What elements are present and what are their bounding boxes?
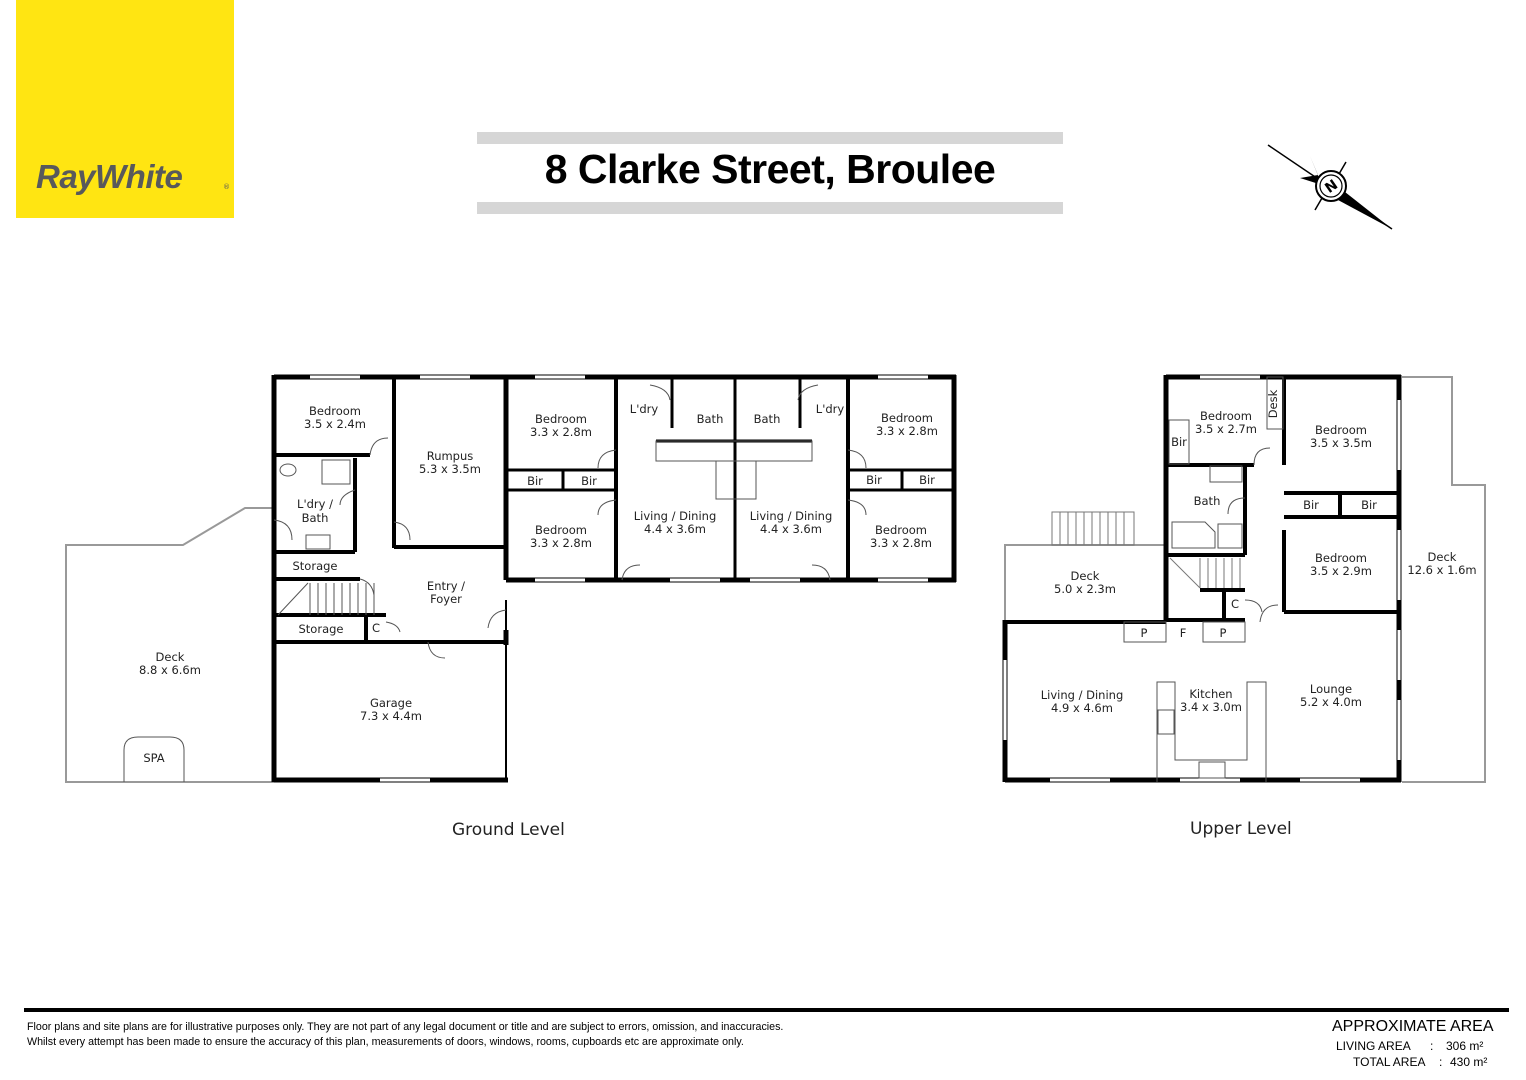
svg-text:Bath: Bath — [754, 412, 781, 426]
svg-text:Living / Dining: Living / Dining — [750, 509, 833, 523]
registered-mark: ® — [223, 183, 230, 191]
svg-text:Bedroom: Bedroom — [875, 523, 927, 537]
logo-wordmark: RayWhite — [36, 158, 183, 195]
svg-text:Foyer: Foyer — [430, 592, 462, 606]
svg-text:C: C — [1231, 597, 1239, 611]
svg-text:3.5 x 2.9m: 3.5 x 2.9m — [1310, 564, 1372, 578]
svg-text:Bath: Bath — [697, 412, 724, 426]
svg-text:5.2 x 4.0m: 5.2 x 4.0m — [1300, 695, 1362, 709]
svg-text:Bath: Bath — [302, 511, 329, 525]
svg-text:5.3 x 3.5m: 5.3 x 3.5m — [419, 462, 481, 476]
svg-text:Bedroom: Bedroom — [1315, 423, 1367, 437]
svg-text:Bedroom: Bedroom — [1315, 551, 1367, 565]
approximate-area-title: APPROXIMATE AREA — [1332, 1018, 1494, 1035]
living-area-label: LIVING AREA — [1336, 1039, 1411, 1053]
title-bar-bottom — [477, 202, 1063, 214]
svg-text:3.3 x 2.8m: 3.3 x 2.8m — [530, 425, 592, 439]
svg-text:Bir: Bir — [919, 473, 935, 487]
svg-text:3.4 x 3.0m: 3.4 x 3.0m — [1180, 700, 1242, 714]
svg-text:Living / Dining: Living / Dining — [634, 509, 717, 523]
living-area-separator: : — [1430, 1039, 1434, 1053]
svg-text:3.5 x 3.5m: 3.5 x 3.5m — [1310, 436, 1372, 450]
svg-text:Bir: Bir — [866, 473, 882, 487]
svg-text:Living / Dining: Living / Dining — [1041, 688, 1124, 702]
svg-text:3.5 x 2.7m: 3.5 x 2.7m — [1195, 422, 1257, 436]
ray-white-logo: RayWhite ® — [16, 0, 234, 218]
svg-text:Bath: Bath — [1194, 494, 1221, 508]
property-address-title: 8 Clarke Street, Broulee — [544, 146, 996, 192]
svg-text:F: F — [1180, 626, 1187, 640]
svg-text:Bir: Bir — [1303, 498, 1319, 512]
svg-text:Deck: Deck — [1428, 550, 1457, 564]
svg-text:P: P — [1141, 626, 1148, 640]
svg-text:4.9 x 4.6m: 4.9 x 4.6m — [1051, 701, 1113, 715]
upper-level-label: Upper Level — [1190, 819, 1292, 839]
svg-text:8.8 x 6.6m: 8.8 x 6.6m — [139, 663, 201, 677]
svg-text:4.4 x 3.6m: 4.4 x 3.6m — [760, 522, 822, 536]
svg-text:Bedroom: Bedroom — [309, 404, 361, 418]
svg-text:Bedroom: Bedroom — [535, 523, 587, 537]
svg-text:Storage: Storage — [299, 622, 344, 636]
svg-text:SPA: SPA — [143, 751, 164, 765]
total-area-label: TOTAL AREA — [1353, 1055, 1426, 1069]
svg-text:3.3 x 2.8m: 3.3 x 2.8m — [530, 536, 592, 550]
svg-text:L'dry: L'dry — [630, 402, 659, 416]
svg-text:Storage: Storage — [293, 559, 338, 573]
svg-text:Bir: Bir — [527, 474, 543, 488]
svg-text:3.5 x 2.4m: 3.5 x 2.4m — [304, 417, 366, 431]
svg-text:Deck: Deck — [156, 650, 185, 664]
svg-text:Bedroom: Bedroom — [535, 412, 587, 426]
svg-text:C: C — [372, 621, 380, 635]
svg-text:Bedroom: Bedroom — [881, 411, 933, 425]
svg-text:Bir: Bir — [1171, 435, 1187, 449]
svg-text:Bir: Bir — [581, 474, 597, 488]
svg-text:4.4 x 3.6m: 4.4 x 3.6m — [644, 522, 706, 536]
footer-divider — [24, 1008, 1509, 1012]
svg-text:Bedroom: Bedroom — [1200, 409, 1252, 423]
svg-text:3.3 x 2.8m: 3.3 x 2.8m — [876, 424, 938, 438]
svg-text:Lounge: Lounge — [1310, 682, 1352, 696]
total-area-value: 430 m² — [1450, 1055, 1488, 1069]
living-area-value: 306 m² — [1446, 1039, 1484, 1053]
svg-text:3.3 x 2.8m: 3.3 x 2.8m — [870, 536, 932, 550]
title-bar-top — [477, 132, 1063, 144]
disclaimer-line-1: Floor plans and site plans are for illus… — [27, 1021, 784, 1033]
svg-text:7.3 x 4.4m: 7.3 x 4.4m — [360, 709, 422, 723]
total-area-separator: : — [1439, 1055, 1443, 1069]
ground-level-plan — [65, 374, 957, 783]
svg-text:L'dry: L'dry — [816, 402, 845, 416]
disclaimer-line-2: Whilst every attempt has been made to en… — [27, 1036, 744, 1048]
svg-text:5.0 x 2.3m: 5.0 x 2.3m — [1054, 582, 1116, 596]
svg-text:Deck: Deck — [1071, 569, 1100, 583]
ground-level-label: Ground Level — [452, 820, 565, 840]
svg-text:Rumpus: Rumpus — [427, 449, 474, 463]
north-compass-icon: N — [1267, 144, 1393, 230]
svg-text:Desk: Desk — [1266, 389, 1280, 418]
svg-text:L'dry /: L'dry / — [297, 497, 333, 511]
svg-text:Entry /: Entry / — [427, 579, 465, 593]
svg-text:12.6 x 1.6m: 12.6 x 1.6m — [1407, 563, 1476, 577]
svg-text:Garage: Garage — [370, 696, 412, 710]
svg-text:Bir: Bir — [1361, 498, 1377, 512]
upper-level-plan — [1002, 374, 1486, 783]
svg-text:P: P — [1220, 626, 1227, 640]
svg-text:Kitchen: Kitchen — [1189, 687, 1232, 701]
